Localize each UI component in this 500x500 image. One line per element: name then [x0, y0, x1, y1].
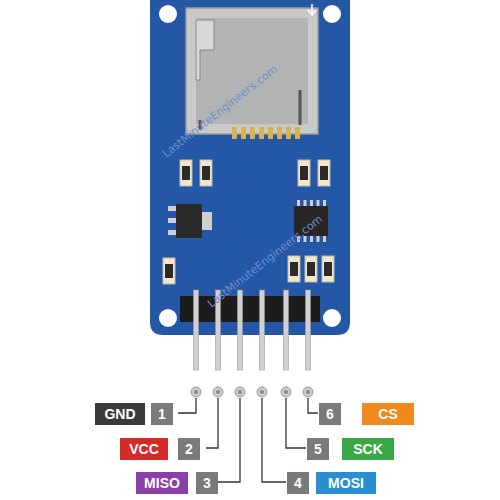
- leader-lines: [178, 398, 318, 482]
- pin-end: [260, 390, 264, 394]
- pin-name-box: CS: [362, 403, 414, 425]
- pin-end: [281, 387, 291, 397]
- pin-end: [191, 387, 201, 397]
- pin-label: MISO: [144, 476, 180, 490]
- pin-end: [284, 390, 288, 394]
- pin-end: [216, 390, 220, 394]
- slot-contact: [295, 127, 300, 139]
- pin-end: [238, 390, 242, 394]
- ic-pin: [304, 200, 307, 206]
- header-pin: [306, 290, 311, 370]
- ic-pin: [310, 236, 313, 242]
- slot-contact: [268, 127, 273, 139]
- slot-contact: [250, 127, 255, 139]
- pin-label: 4: [294, 476, 302, 490]
- pin-label: 6: [326, 407, 334, 421]
- pin-label: SCK: [353, 442, 383, 456]
- ic-pin: [297, 200, 300, 206]
- mount-hole: [323, 309, 341, 327]
- pin-number-box: 2: [178, 438, 200, 460]
- pin-name-box: SCK: [342, 438, 394, 460]
- mount-hole: [159, 309, 177, 327]
- ic-pin: [317, 236, 320, 242]
- mount-hole: [159, 5, 177, 23]
- ic-pin: [310, 200, 313, 206]
- pin-end: [257, 387, 267, 397]
- pin-end: [235, 387, 245, 397]
- pin-name-box: GND: [95, 403, 145, 425]
- pin-name-box: MOSI: [316, 472, 376, 494]
- slot-contact: [232, 127, 237, 139]
- pin-number-box: 1: [151, 403, 173, 425]
- pin-end: [194, 390, 198, 394]
- pin-label: VCC: [129, 442, 159, 456]
- pin-number-box: 6: [319, 403, 341, 425]
- pin-number-box: 4: [287, 472, 309, 494]
- pin-end: [303, 387, 313, 397]
- pin-label: 1: [158, 407, 166, 421]
- pin-name-box: VCC: [120, 438, 168, 460]
- pin-name-box: MISO: [136, 472, 188, 494]
- pin-number-box: 5: [307, 438, 329, 460]
- slot-contact: [241, 127, 246, 139]
- header-pin: [260, 290, 265, 370]
- header-pin: [284, 290, 289, 370]
- pin-label: GND: [104, 407, 135, 421]
- header-pin: [194, 290, 199, 370]
- slot-contact: [259, 127, 264, 139]
- pin-label: CS: [378, 407, 397, 421]
- pin-number-box: 3: [196, 472, 218, 494]
- pin-header: [180, 296, 320, 322]
- ic-pin: [317, 200, 320, 206]
- slot-contact: [286, 127, 291, 139]
- ic-pin: [323, 200, 326, 206]
- pin-end: [213, 387, 223, 397]
- slot-contact: [277, 127, 282, 139]
- voltage-regulator: [168, 204, 212, 238]
- pin-label: 3: [203, 476, 211, 490]
- pin-label: 2: [185, 442, 193, 456]
- pin-label: 5: [314, 442, 322, 456]
- pcb-board: [150, 0, 350, 335]
- pin-end: [306, 390, 310, 394]
- slot-contacts: [232, 127, 300, 139]
- ic-pin: [323, 236, 326, 242]
- header-pin: [238, 290, 243, 370]
- pin-label: MOSI: [328, 476, 364, 490]
- mount-hole: [323, 5, 341, 23]
